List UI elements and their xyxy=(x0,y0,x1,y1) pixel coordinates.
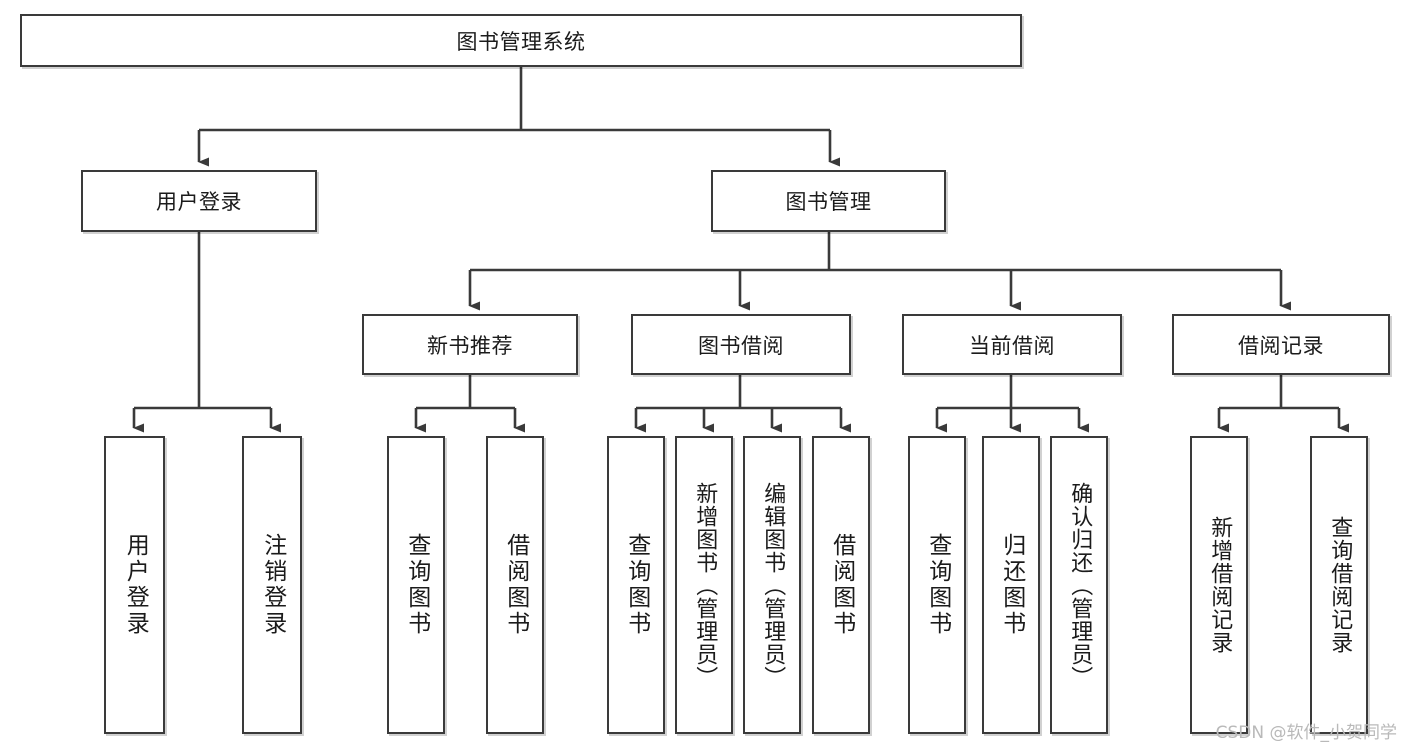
node-borrow-record[interactable]: 借阅记录 xyxy=(1172,314,1390,375)
connectors-new-book-rec-to-leaves xyxy=(414,375,525,433)
connectors-borrow-record-to-leaves xyxy=(1217,375,1349,433)
node-new-book-rec[interactable]: 新书推荐 xyxy=(362,314,578,375)
node-user-login-label: 用户登录 xyxy=(156,190,242,214)
node-leaf-edit-book-label: 编辑图书（管理员） xyxy=(760,481,786,689)
node-leaf-user-logout-label: 注销登录 xyxy=(259,533,286,637)
node-book-manage[interactable]: 图书管理 xyxy=(711,170,946,232)
node-leaf-query-book-bb[interactable]: 查询图书 xyxy=(607,436,665,734)
node-leaf-query-book-bb-label: 查询图书 xyxy=(623,533,650,637)
node-leaf-add-record-label: 新增借阅记录 xyxy=(1207,516,1233,654)
node-leaf-query-record[interactable]: 查询借阅记录 xyxy=(1310,436,1368,734)
node-leaf-borrow-book-bb-label: 借阅图书 xyxy=(828,533,855,637)
node-leaf-user-login[interactable]: 用户登录 xyxy=(104,436,165,734)
node-book-borrow[interactable]: 图书借阅 xyxy=(631,314,851,375)
node-leaf-user-login-label: 用户登录 xyxy=(122,533,149,637)
node-new-book-rec-label: 新书推荐 xyxy=(427,333,513,358)
connectors-current-borrow-to-leaves xyxy=(935,375,1089,433)
node-leaf-query-book-cb-label: 查询图书 xyxy=(924,533,951,637)
connectors-user-login-to-leaves xyxy=(132,232,281,433)
node-leaf-borrow-book-bb[interactable]: 借阅图书 xyxy=(812,436,870,734)
node-leaf-confirm-return-label: 确认归还（管理员） xyxy=(1067,481,1093,689)
node-leaf-add-book-label: 新增图书（管理员） xyxy=(692,481,718,689)
node-leaf-confirm-return[interactable]: 确认归还（管理员） xyxy=(1050,436,1108,734)
node-leaf-return-book[interactable]: 归还图书 xyxy=(982,436,1040,734)
node-leaf-query-book-rec-label: 查询图书 xyxy=(403,533,430,637)
node-root-label: 图书管理系统 xyxy=(456,29,586,54)
node-book-manage-label: 图书管理 xyxy=(785,190,872,214)
node-leaf-add-book[interactable]: 新增图书（管理员） xyxy=(675,436,733,734)
node-leaf-borrow-book-rec[interactable]: 借阅图书 xyxy=(486,436,544,734)
node-leaf-return-book-label: 归还图书 xyxy=(998,533,1025,637)
node-root[interactable]: 图书管理系统 xyxy=(20,14,1022,67)
node-leaf-user-logout[interactable]: 注销登录 xyxy=(242,436,302,734)
node-leaf-borrow-book-rec-label: 借阅图书 xyxy=(502,533,529,637)
node-current-borrow[interactable]: 当前借阅 xyxy=(902,314,1122,375)
node-current-borrow-label: 当前借阅 xyxy=(969,333,1055,358)
node-leaf-add-record[interactable]: 新增借阅记录 xyxy=(1190,436,1248,734)
node-leaf-edit-book[interactable]: 编辑图书（管理员） xyxy=(743,436,801,734)
node-user-login[interactable]: 用户登录 xyxy=(81,170,317,232)
connectors-book-manage-to-level3 xyxy=(468,232,1291,311)
node-borrow-record-label: 借阅记录 xyxy=(1238,333,1324,358)
node-leaf-query-record-label: 查询借阅记录 xyxy=(1327,516,1353,654)
connectors-root-to-level2 xyxy=(197,67,840,167)
connectors-book-borrow-to-leaves xyxy=(634,375,851,433)
node-leaf-query-book-rec[interactable]: 查询图书 xyxy=(387,436,445,734)
node-book-borrow-label: 图书借阅 xyxy=(698,333,784,358)
node-leaf-query-book-cb[interactable]: 查询图书 xyxy=(908,436,966,734)
